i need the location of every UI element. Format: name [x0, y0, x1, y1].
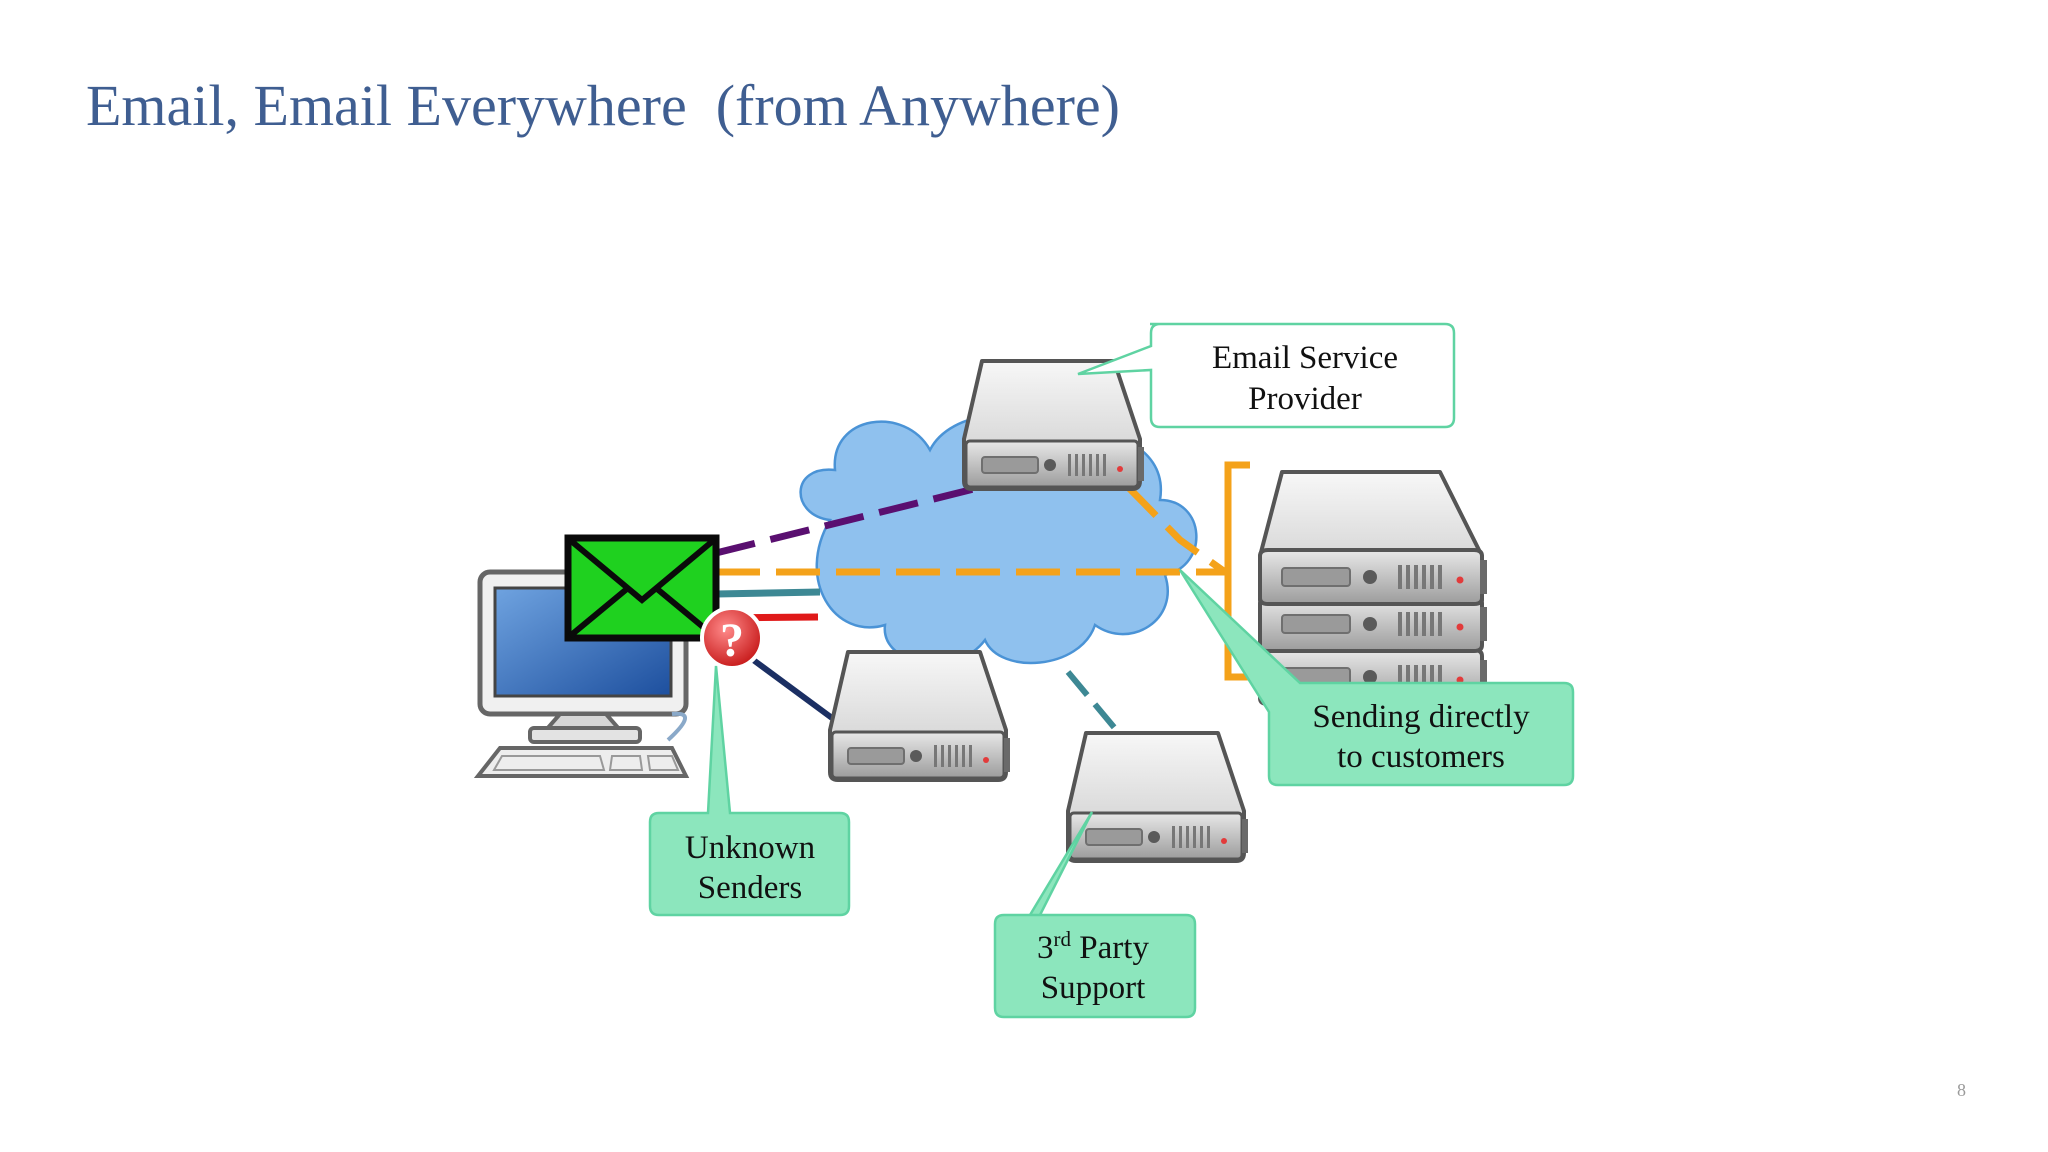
line-esp-to-customers — [1125, 484, 1228, 575]
server-icon-esp — [962, 359, 1146, 491]
line-teal-third-party — [1065, 670, 1121, 734]
line-to-esp — [715, 481, 991, 557]
callout-third-party-line1: 3rd Party — [1037, 927, 1149, 966]
third-party-suffix: Party — [1071, 930, 1149, 966]
third-party-prefix: 3 — [1037, 930, 1054, 966]
envelope-icon — [564, 534, 720, 642]
callout-email-service-provider: Email Service Provider — [1077, 322, 1456, 429]
callout-third-party-line2: Support — [1041, 970, 1146, 1006]
line-navy — [750, 656, 834, 721]
server-icon-third-party — [1066, 731, 1250, 863]
callout-direct-line2: to customers — [1337, 739, 1505, 775]
line-teal — [715, 588, 821, 598]
third-party-superscript: rd — [1054, 927, 1072, 951]
callout-unknown-line2: Senders — [698, 870, 802, 906]
customers-bracket — [1224, 461, 1250, 681]
page-number: 8 — [1957, 1080, 1966, 1100]
connection-lines — [715, 461, 1250, 734]
server-icon-unknown — [828, 650, 1012, 782]
callout-esp-line1: Email Service — [1212, 340, 1398, 376]
question-icon: ? — [700, 606, 764, 670]
callout-esp-line2: Provider — [1248, 381, 1362, 417]
callout-direct-line1: Sending directly — [1312, 699, 1530, 735]
slide-title: Email, Email Everywhere (from Anywhere) — [86, 73, 1120, 138]
callout-sending-directly: Sending directly to customers — [1178, 569, 1575, 787]
callout-unknown-senders: Unknown Senders — [648, 665, 851, 917]
svg-text:?: ? — [720, 614, 744, 667]
server-stack-icon — [1258, 470, 1489, 706]
callout-unknown-line1: Unknown — [685, 830, 815, 866]
callout-third-party-support: 3rd Party Support — [993, 811, 1197, 1019]
